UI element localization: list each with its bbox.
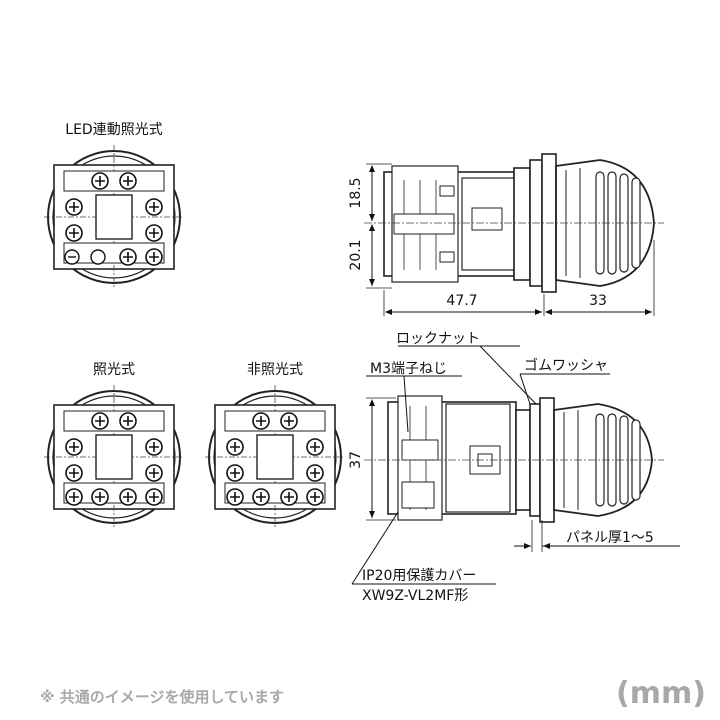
front-view-led-linked (44, 145, 184, 289)
label-terminal-screw: M3端子ねじ (370, 361, 447, 377)
dim-upper-height: 18.5 (348, 177, 364, 208)
dim-height: 37 (348, 451, 364, 469)
terminal-screw-icon (91, 412, 109, 430)
footer-note: ※ 共通のイメージを使用しています (40, 688, 285, 706)
terminal-screw-icon (65, 438, 83, 456)
terminal-screw-icon (226, 464, 244, 482)
terminal-screw-icon (119, 412, 137, 430)
terminal-screw-icon (65, 488, 83, 506)
label-panel-thickness: パネル厚1～5 (566, 530, 654, 546)
terminal-screw-icon (226, 438, 244, 456)
dim-head-length: 33 (589, 293, 607, 309)
terminal-screw-icon (145, 198, 163, 216)
front-view-illuminated (44, 385, 184, 529)
terminal-screw-icon (252, 488, 270, 506)
terminal-screw-icon (280, 488, 298, 506)
terminal-screw-icon (119, 488, 137, 506)
terminal-screw-icon (145, 224, 163, 242)
terminal-screw-icon (306, 464, 324, 482)
terminal-screw-icon (64, 249, 80, 265)
dim-body-length: 47.7 (446, 293, 477, 309)
dim-lower-height: 20.1 (348, 239, 364, 270)
terminal-screw-icon (145, 248, 163, 266)
terminal-screw-icon (226, 488, 244, 506)
led-linked-title: LED連動照光式 (65, 122, 162, 138)
side-view-bottom: 37 ロックナット M3端子ねじ ゴムワッシャ パネル厚1～5 IP20用保護カ… (348, 331, 680, 604)
terminal-screw-icon (306, 488, 324, 506)
terminal-screw-icon (65, 224, 83, 242)
unit-label: (mm) (616, 676, 706, 711)
terminal-screw-icon (91, 172, 109, 190)
terminal-screw-icon (119, 172, 137, 190)
illuminated-title: 照光式 (93, 362, 135, 378)
terminal-screw-icon (306, 438, 324, 456)
terminal-screw-icon (119, 248, 137, 266)
front-view-non-illuminated (205, 385, 345, 529)
label-locknut: ロックナット (396, 331, 480, 347)
terminal-screw-icon (90, 249, 106, 265)
terminal-screw-icon (280, 412, 298, 430)
terminal-screw-icon (145, 488, 163, 506)
label-rubber-washer: ゴムワッシャ (524, 357, 608, 374)
terminal-screw-icon (65, 464, 83, 482)
side-view-top: 18.5 20.1 47.7 33 (348, 153, 664, 316)
terminal-screw-icon (65, 198, 83, 216)
terminal-screw-icon (145, 438, 163, 456)
terminal-screw-icon (252, 412, 270, 430)
terminal-screw-icon (145, 464, 163, 482)
label-cover-model: XW9Z-VL2MF形 (362, 588, 468, 604)
label-protective-cover: IP20用保護カバー (362, 568, 476, 584)
terminal-screw-icon (91, 488, 109, 506)
non-illuminated-title: 非照光式 (247, 362, 303, 378)
